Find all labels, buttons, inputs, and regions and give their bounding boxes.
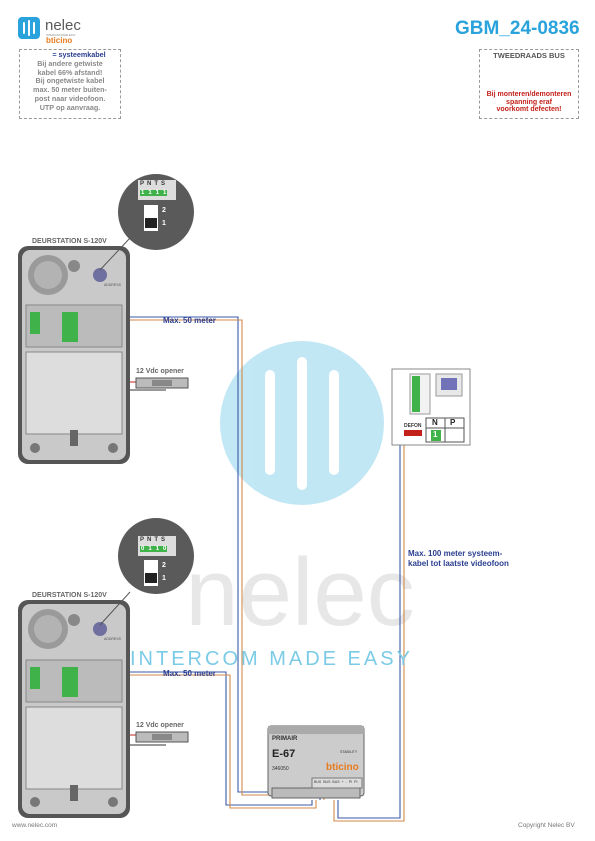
door-station-2-title: DEURSTATION S-120V [32,592,107,599]
dip2-switch-1: 1 [162,575,166,582]
dip2-switch-2: 2 [162,562,166,569]
psu-terminal: PI [354,780,358,784]
cable-note: = systeemkabel Bij andere getwiste kabel… [19,49,121,119]
warning-line: voorkomt defecten! [496,106,562,114]
psu-terminal: BUS [314,780,322,784]
door-opener-2 [135,731,189,743]
dip-header: T [154,537,159,543]
dip-value: 1 [155,190,160,196]
nelec-logo: nelec INTERCOM MADE EASY bticino [18,17,81,45]
dip-value: 1 [163,190,167,196]
monitor-value: 1 [433,430,438,439]
warning-line: spanning eraf [506,98,552,106]
monitor-p-label: P [450,418,456,427]
dip-zoom-2 [99,518,194,626]
footer-copyright: Copyright Nelec BV [518,822,575,829]
dip-value: 1 [148,546,152,552]
document-code: GBM_24-0836 [455,18,580,39]
watermark-tagline: INTERCOM MADE EASY [130,648,413,670]
psu-model: E-67 [272,748,296,760]
warning-title: TWEEDRAADS BUS [493,51,565,60]
psu-terminals: BUS BUS BUS + - PI PI [314,780,357,784]
dip1-values: 1 1 1 1 [140,190,168,196]
dip1-switch-2: 2 [162,207,166,214]
psu-terminal: BUS [323,780,331,784]
brand-name: nelec [45,17,81,34]
psu-code: 346050 [272,766,289,772]
note-line: Bij ongetwiste kabel [35,76,105,86]
opener-1-label: 12 Vdc opener [136,368,184,375]
power-supply-e67 [267,725,365,799]
opener-2-label: 12 Vdc opener [136,722,184,729]
warning-box: TWEEDRAADS BUS Bij monteren/demonteren s… [479,49,579,119]
dip-header: N [147,181,152,187]
distance-line: kabel tot laatste videofoon [408,559,509,568]
dip-header: P [140,181,145,187]
door-station-1-title: DEURSTATION S-120V [32,238,107,245]
video-monitor [391,368,471,446]
watermark: nelec [185,341,415,646]
dip-zoom-1 [99,174,194,271]
distance-label-3: Max. 100 meter systeem- kabel tot laatst… [408,549,509,569]
dip1-headers: P N T S [140,181,165,187]
monitor-button-label: DEFON [404,423,422,429]
dip-value: 1 [148,190,152,196]
distance-line: Max. 100 meter systeem- [408,549,503,558]
note-line: max. 50 meter buiten- [33,85,107,95]
psu-terminal: BUS [332,780,340,784]
door-opener-1 [135,377,189,389]
monitor-n-label: N [432,418,438,427]
door-station-1 [18,246,130,464]
dip2-headers: P N T S [140,537,165,543]
psu-terminal: + [341,780,344,784]
psu-primary: PRIMAIR [272,736,298,742]
psu-brand: bticino [326,762,359,773]
note-line: post naar videofoon. [34,93,106,103]
dip-value: 1 [155,546,160,552]
dip-header: N [147,537,152,543]
distance-label-1: Max. 50 meter [163,316,216,325]
dip2-values: 0 1 1 0 [140,546,168,552]
door-station-2-address: ADDRESS [104,637,121,641]
psu-terminal: - [345,780,347,784]
door-station-2 [18,600,130,818]
dip-value: 0 [163,546,167,552]
dip-header: S [161,537,166,543]
distance-label-2: Max. 50 meter [163,669,216,678]
note-title: = systeemkabel [52,50,106,59]
dip-value: 1 [141,190,145,196]
svg-text:nelec: nelec [185,539,415,646]
partner-logo: bticino [46,36,72,45]
note-line: kabel 66% afstand! [37,67,103,77]
door-station-1-address: ADDRESS [104,283,121,287]
warning-line: Bij monteren/demonteren [486,91,572,98]
dip-value: 0 [141,546,145,552]
psu-small: STABILITY [340,750,358,754]
psu-terminal: PI [348,780,353,784]
note-line: UTP op aanvraag. [39,102,101,112]
dip-header: S [161,181,166,187]
brand-tagline: INTERCOM MADE EASY [46,33,76,37]
dip1-switch-1: 1 [162,220,166,227]
dip-header: P [140,537,145,543]
note-line: Bij andere getwiste [37,58,103,68]
footer-website[interactable]: www.nelec.com [12,822,58,829]
dip-header: T [154,181,159,187]
